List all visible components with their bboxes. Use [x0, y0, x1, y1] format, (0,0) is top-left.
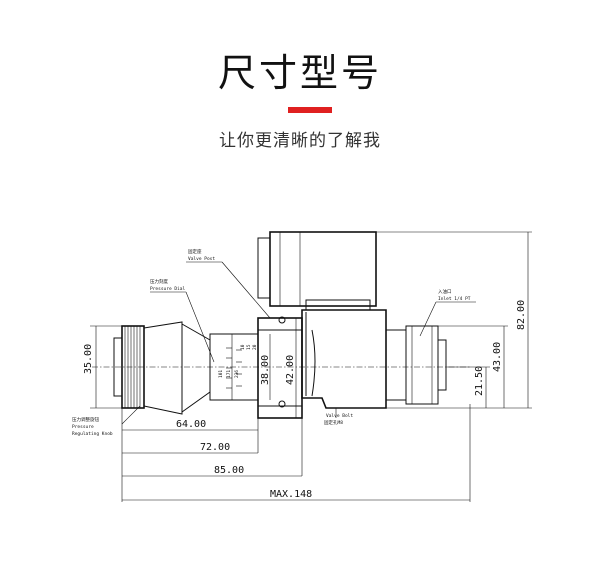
- callout-inlet-cn: 入油口: [438, 288, 452, 295]
- callout-valve-post-cn: 固定座: [188, 248, 202, 255]
- callout-valve-post-en: Valve Post: [188, 256, 215, 262]
- dim-64: 64.00: [176, 419, 206, 430]
- dial-label-6: 20: [252, 344, 258, 350]
- dial-label-4: 10: [240, 344, 246, 350]
- dial-label-3: 236: [234, 370, 240, 378]
- dial-label-5: 15: [246, 344, 252, 350]
- dial-label-1: 101: [218, 370, 224, 378]
- dim-43: 43.00: [492, 342, 503, 372]
- dim-42: 42.00: [285, 355, 296, 385]
- page-subtitle: 让你更清晰的了解我: [219, 131, 381, 151]
- callout-valve-bolt-cn: 固定孔M8: [324, 419, 343, 426]
- page-title: 尺寸型号: [217, 51, 382, 95]
- solenoid-coil: [257, 231, 377, 311]
- dim-35: 35.00: [83, 344, 94, 374]
- title-accent-bar: [288, 107, 332, 113]
- dim-82: 82.00: [516, 300, 527, 330]
- dim-72: 72.00: [200, 442, 230, 453]
- callout-knob-en-1: Pressure: [72, 424, 94, 430]
- callout-knob-cn: 压力调整旋钮: [72, 416, 99, 423]
- dim-max-148: MAX.148: [270, 489, 312, 500]
- callout-pressure-dial-cn: 压力刻度: [150, 278, 168, 285]
- callout-leaders: [121, 261, 476, 425]
- callout-pressure-dial-en: Pressure Dial: [150, 286, 186, 292]
- callout-valve-bolt-en: Valve Bolt: [326, 413, 353, 419]
- callout-knob-en-2: Regulating Knob: [72, 431, 113, 437]
- dim-85: 85.00: [214, 465, 244, 476]
- valve-body: [301, 309, 447, 409]
- dial-label-2: 171: [226, 370, 232, 378]
- dim-21-50: 21.50: [474, 366, 485, 396]
- dim-38: 38.00: [260, 355, 271, 385]
- pressure-regulating-knob: [113, 321, 211, 415]
- callout-inlet-en: Inlet 1/4 PT: [438, 296, 471, 302]
- dimension-lines: [90, 231, 532, 502]
